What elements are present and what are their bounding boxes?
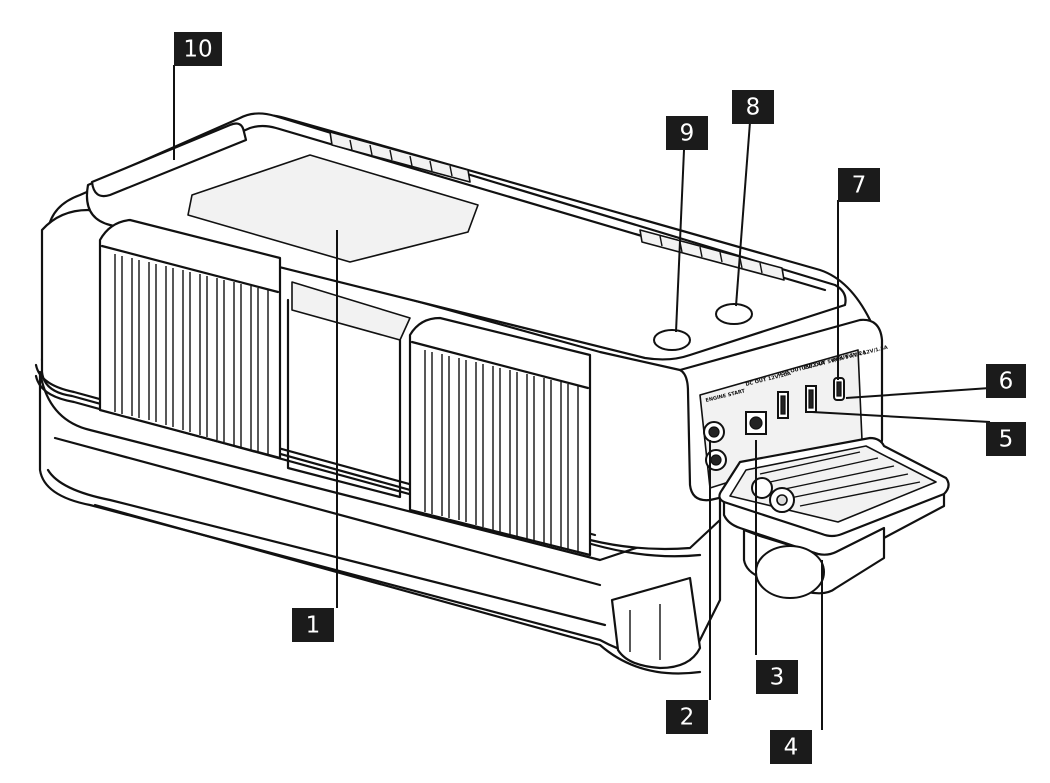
svg-text:6: 6 [999, 369, 1014, 395]
callout-1: 1 [292, 608, 334, 642]
callout-8: 8 [732, 90, 774, 124]
svg-text:10: 10 [183, 37, 212, 63]
callout-9: 9 [666, 116, 708, 150]
leader-lines [173, 65, 991, 730]
svg-text:8: 8 [746, 95, 761, 121]
callout-4: 4 [770, 730, 812, 764]
callout-6: 6 [986, 364, 1026, 398]
svg-text:7: 7 [852, 173, 867, 199]
svg-text:1: 1 [306, 613, 321, 639]
callout-7: 7 [838, 168, 880, 202]
svg-text:3: 3 [770, 665, 785, 691]
callout-10: 10 [174, 32, 222, 66]
side-vent-right [408, 316, 592, 557]
callout-5: 5 [986, 422, 1026, 456]
side-vent-left [98, 218, 282, 460]
top-display-panel [187, 154, 479, 263]
svg-text:5: 5 [999, 427, 1014, 453]
svg-text:9: 9 [680, 121, 695, 147]
svg-text:2: 2 [680, 705, 695, 731]
svg-text:4: 4 [784, 735, 799, 761]
port-cover-flap[interactable] [718, 436, 950, 599]
callout-2: 2 [666, 700, 708, 734]
top-button-8[interactable] [715, 303, 753, 325]
callout-3: 3 [756, 660, 798, 694]
top-grip-ridges [329, 131, 785, 281]
top-button-9[interactable] [653, 329, 691, 351]
